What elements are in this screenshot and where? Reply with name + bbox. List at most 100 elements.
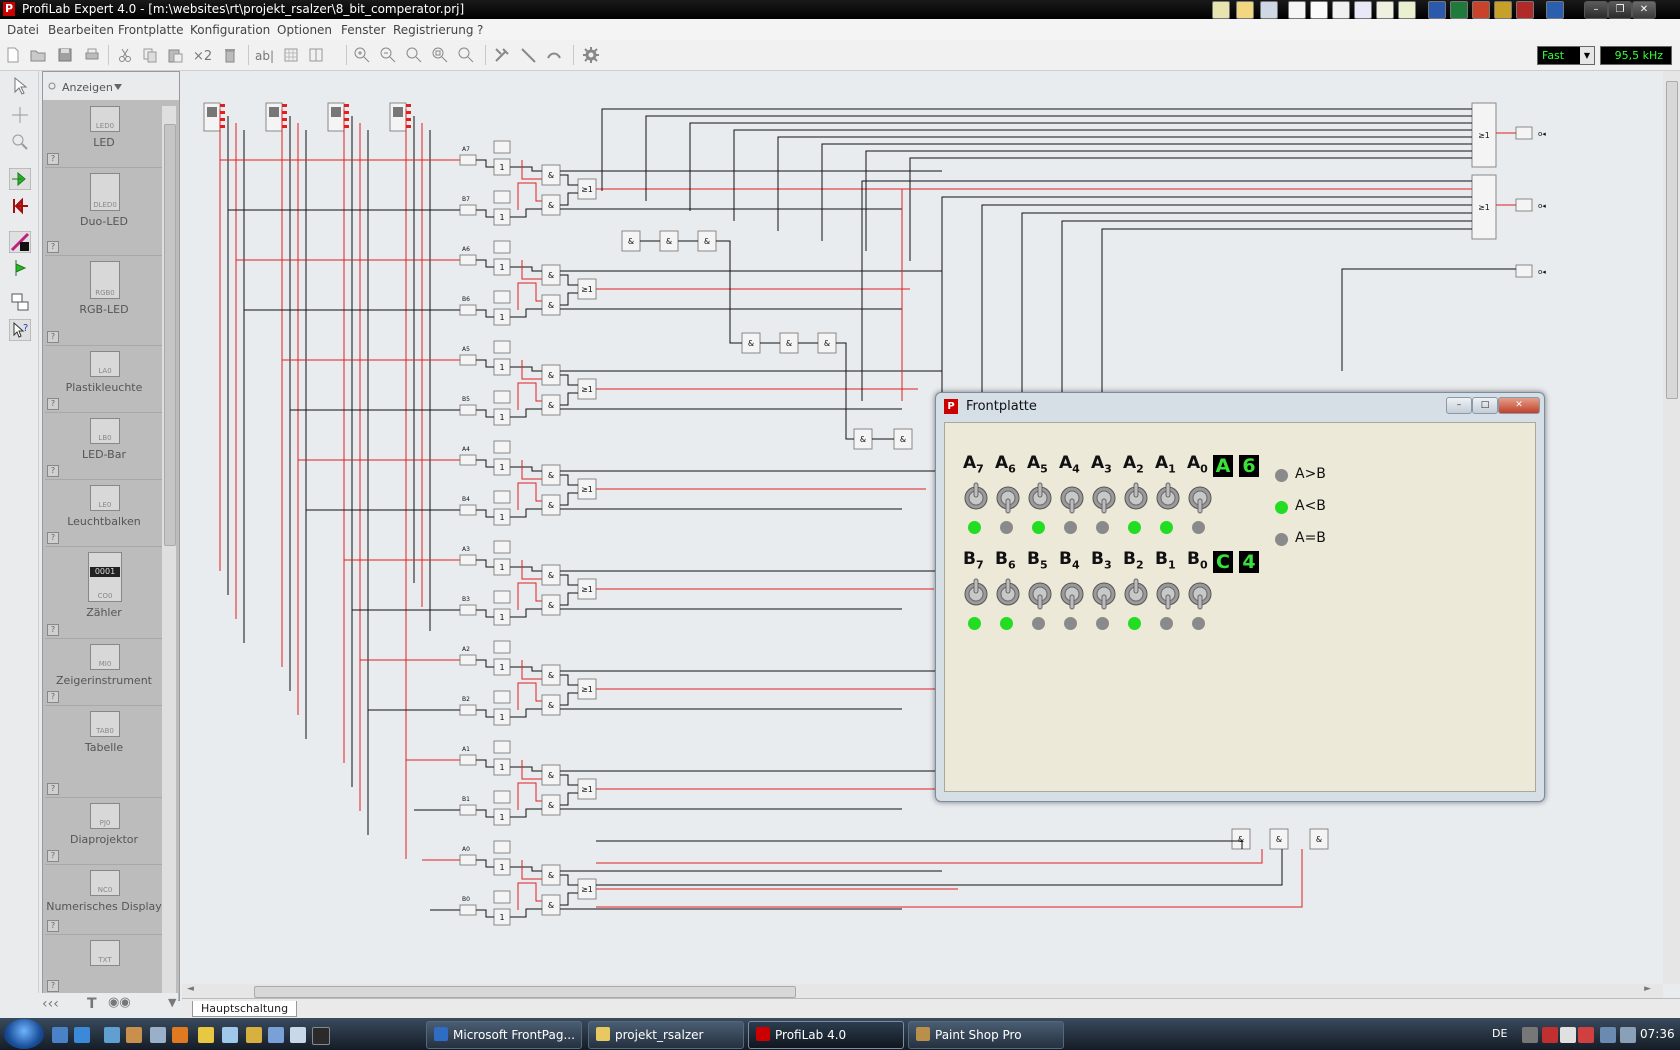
component-help-icon[interactable]: ? [47, 398, 59, 410]
pages-icon[interactable] [9, 291, 31, 313]
menu-registrierung[interactable]: Registrierung [393, 23, 474, 37]
app-icon[interactable] [150, 1027, 166, 1043]
switch-a-toggle[interactable] [1188, 481, 1212, 515]
tools-icon[interactable] [493, 46, 511, 64]
powerpoint-icon[interactable] [1472, 1, 1490, 19]
fp-close-button[interactable]: ✕ [1498, 397, 1540, 414]
show-desktop-icon[interactable] [52, 1027, 68, 1043]
horizontal-scrollbar[interactable]: ◄ ► [182, 984, 1663, 998]
scroll-left-icon[interactable]: ◄ [187, 984, 194, 994]
task-projekt[interactable]: projekt_rsalzer [588, 1021, 744, 1049]
component-help-icon[interactable]: ? [47, 465, 59, 477]
scroll-right-icon[interactable]: ► [1644, 984, 1651, 994]
switch-b-toggle[interactable] [1028, 577, 1052, 611]
collapse-icon[interactable]: ‹‹‹ [42, 996, 59, 1012]
ie-icon[interactable] [104, 1027, 120, 1043]
toolbar-app-icon[interactable] [1212, 1, 1230, 19]
journal-icon[interactable] [1398, 1, 1416, 19]
component-help-icon[interactable]: ? [47, 153, 59, 165]
menu-help[interactable]: ? [477, 23, 484, 37]
switch-a-toggle[interactable] [996, 481, 1020, 515]
speed-select[interactable]: Fast▼ [1537, 46, 1595, 65]
network-icon[interactable] [1600, 1027, 1616, 1043]
gear-icon[interactable] [582, 46, 600, 64]
menu-bearbeiten[interactable]: Bearbeiten [48, 23, 114, 37]
arrow-down-icon[interactable]: ▼ [168, 996, 177, 1009]
menu-fenster[interactable]: Fenster [341, 23, 386, 37]
language-indicator[interactable]: DE [1492, 1027, 1508, 1040]
wire-icon[interactable] [545, 46, 563, 64]
radio-icon[interactable] [48, 82, 56, 90]
zoom-fit-icon[interactable] [405, 46, 423, 64]
app-icon[interactable]: P [3, 2, 15, 16]
vertical-scroll-thumb[interactable] [1666, 81, 1678, 399]
excel-icon[interactable] [1450, 1, 1468, 19]
component-help-icon[interactable]: ? [47, 691, 59, 703]
paint-icon[interactable] [126, 1027, 142, 1043]
tab-hauptschaltung[interactable]: Hauptschaltung [192, 1001, 298, 1017]
component-help-icon[interactable]: ? [47, 331, 59, 343]
switch-a-toggle[interactable] [1060, 481, 1084, 515]
align-icon[interactable] [307, 46, 325, 64]
binoculars-icon[interactable]: ◉◉ [108, 995, 131, 1010]
console-icon[interactable] [312, 1027, 330, 1045]
star-icon[interactable] [198, 1027, 214, 1043]
close-button[interactable]: ✕ [1632, 1, 1656, 19]
save-icon[interactable] [56, 46, 74, 64]
component-help-icon[interactable]: ? [47, 532, 59, 544]
zoom-page-icon[interactable] [431, 46, 449, 64]
volume-icon[interactable] [1620, 1027, 1636, 1043]
pointer-icon[interactable] [9, 75, 31, 97]
toolbar-app-icon[interactable] [1260, 1, 1278, 19]
menu-optionen[interactable]: Optionen [277, 23, 333, 37]
copy-icon[interactable] [141, 46, 159, 64]
print-icon[interactable] [83, 46, 101, 64]
menu-datei[interactable]: Datei [7, 23, 40, 37]
word-icon[interactable] [1428, 1, 1446, 19]
minimize-button[interactable]: – [1584, 1, 1608, 19]
app-icon[interactable] [290, 1027, 306, 1043]
tray-icon[interactable] [1560, 1027, 1576, 1043]
start-button[interactable] [4, 1019, 44, 1049]
zoom-in-icon[interactable] [353, 46, 371, 64]
library-item[interactable]: TXT? [45, 934, 163, 995]
switch-a-toggle[interactable] [1028, 481, 1052, 515]
component-help-icon[interactable]: ? [47, 850, 59, 862]
menu-frontplatte[interactable]: Frontplatte [118, 23, 184, 37]
probe-icon[interactable] [519, 46, 537, 64]
view-dropdown[interactable]: Anzeigen [62, 81, 113, 94]
fp-maximize-button[interactable]: □ [1472, 397, 1498, 414]
open-folder-icon[interactable] [29, 46, 47, 64]
app-icon[interactable] [222, 1027, 238, 1043]
switch-b-toggle[interactable] [1124, 577, 1148, 611]
switch-b-toggle[interactable] [1060, 577, 1084, 611]
component-help-icon[interactable]: ? [47, 980, 59, 992]
probe-green-icon[interactable] [9, 257, 31, 279]
tray-icon[interactable] [1578, 1027, 1594, 1043]
horizontal-scroll-thumb[interactable] [254, 986, 796, 998]
switch-b-toggle[interactable] [996, 577, 1020, 611]
app-icon[interactable] [268, 1027, 284, 1043]
text-icon[interactable]: T [87, 996, 97, 1012]
access-icon[interactable] [1516, 1, 1534, 19]
switch-b-toggle[interactable] [1156, 577, 1180, 611]
library-scroll-thumb[interactable] [164, 124, 176, 546]
crosshair-icon[interactable] [9, 104, 31, 126]
task-profilab[interactable]: ProfiLab 4.0 [748, 1021, 904, 1049]
firefox-icon[interactable] [172, 1027, 188, 1043]
switch-b-toggle[interactable] [1092, 577, 1116, 611]
switch-b-toggle[interactable] [964, 577, 988, 611]
toolbar-app-icon[interactable] [1236, 1, 1254, 19]
zoom-all-icon[interactable] [457, 46, 475, 64]
component-help-icon[interactable]: ? [47, 920, 59, 932]
cut-icon[interactable] [116, 46, 134, 64]
chevron-down-icon[interactable]: ▼ [1580, 47, 1594, 64]
switch-a-toggle[interactable] [1156, 481, 1180, 515]
